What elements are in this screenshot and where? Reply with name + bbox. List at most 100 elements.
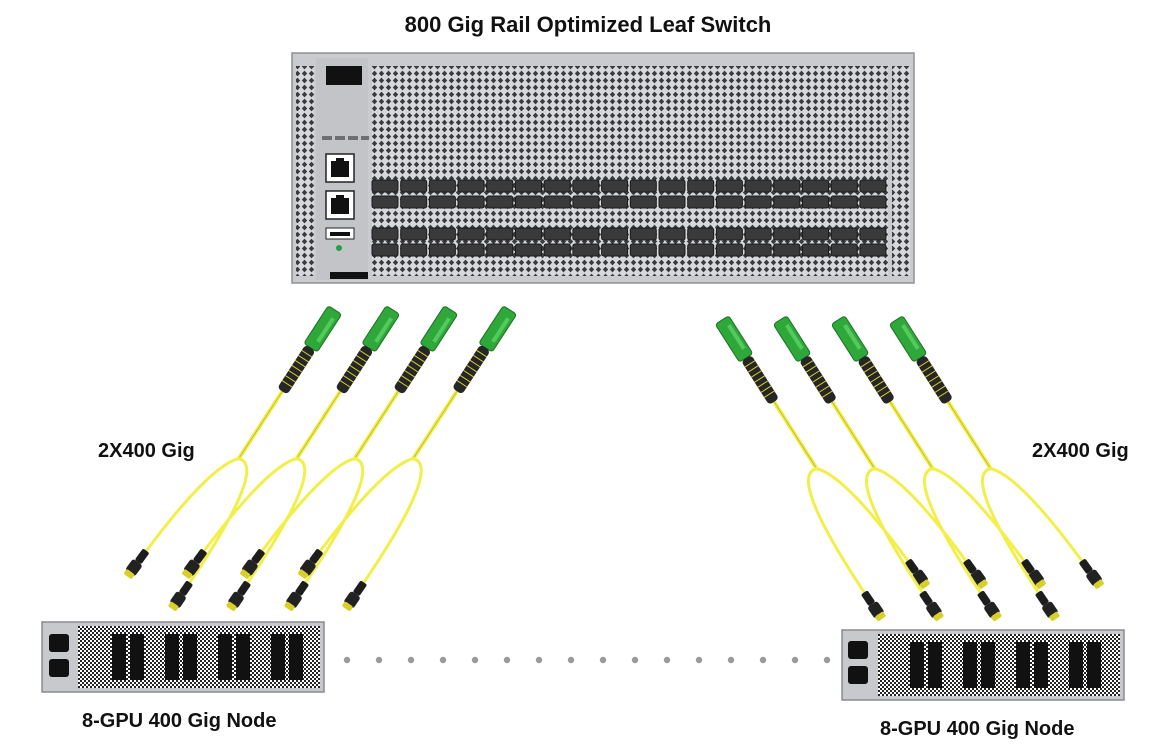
osfp-port[interactable] bbox=[687, 243, 715, 257]
node-left-drive-1[interactable] bbox=[49, 634, 69, 652]
osfp-connector[interactable] bbox=[773, 316, 839, 406]
mpo-connector[interactable] bbox=[225, 579, 253, 612]
mpo-connector[interactable] bbox=[296, 547, 325, 580]
osfp-port[interactable] bbox=[572, 227, 600, 241]
osfp-port[interactable] bbox=[715, 179, 743, 193]
switch-console-port[interactable] bbox=[326, 66, 362, 85]
osfp-port[interactable] bbox=[830, 179, 858, 193]
osfp-port[interactable] bbox=[658, 243, 686, 257]
mpo-connector[interactable] bbox=[917, 589, 945, 622]
switch-pull-handle[interactable] bbox=[330, 272, 368, 279]
osfp-port[interactable] bbox=[629, 227, 657, 241]
osfp-port[interactable] bbox=[859, 243, 887, 257]
osfp-connector[interactable] bbox=[450, 306, 517, 396]
osfp-port[interactable] bbox=[457, 227, 485, 241]
osfp-port[interactable] bbox=[687, 179, 715, 193]
osfp-port[interactable] bbox=[715, 195, 743, 209]
mpo-connector[interactable] bbox=[975, 589, 1003, 622]
mpo-connector[interactable] bbox=[341, 579, 369, 612]
osfp-port[interactable] bbox=[744, 243, 772, 257]
osfp-port[interactable] bbox=[371, 195, 399, 209]
osfp-port[interactable] bbox=[629, 243, 657, 257]
osfp-port[interactable] bbox=[457, 243, 485, 257]
osfp-port[interactable] bbox=[515, 195, 542, 209]
osfp-port[interactable] bbox=[859, 227, 887, 241]
osfp-port[interactable] bbox=[859, 179, 887, 193]
mpo-connector[interactable] bbox=[123, 547, 152, 580]
osfp-port[interactable] bbox=[629, 195, 657, 209]
mpo-connector[interactable] bbox=[859, 589, 887, 622]
osfp-port[interactable] bbox=[486, 227, 514, 241]
osfp-port[interactable] bbox=[802, 179, 829, 193]
mpo-connector[interactable] bbox=[167, 579, 195, 612]
osfp-port[interactable] bbox=[773, 227, 801, 241]
node-right-drive-2[interactable] bbox=[848, 666, 868, 684]
osfp-port[interactable] bbox=[486, 195, 514, 209]
node-right-drive-1[interactable] bbox=[848, 641, 868, 659]
osfp-port[interactable] bbox=[371, 179, 399, 193]
osfp-port[interactable] bbox=[572, 195, 600, 209]
osfp-port[interactable] bbox=[802, 195, 829, 209]
osfp-port[interactable] bbox=[371, 243, 399, 257]
osfp-port[interactable] bbox=[715, 227, 743, 241]
mpo-connector[interactable] bbox=[181, 547, 210, 580]
osfp-port[interactable] bbox=[400, 227, 428, 241]
osfp-port[interactable] bbox=[802, 243, 829, 257]
osfp-connector[interactable] bbox=[392, 306, 458, 396]
osfp-connector[interactable] bbox=[276, 306, 342, 396]
mpo-connector[interactable] bbox=[283, 579, 311, 612]
mpo-connector[interactable] bbox=[1019, 557, 1047, 590]
mpo-connector[interactable] bbox=[1077, 557, 1105, 590]
osfp-port[interactable] bbox=[687, 227, 715, 241]
osfp-port[interactable] bbox=[773, 179, 801, 193]
osfp-port[interactable] bbox=[658, 227, 686, 241]
osfp-port[interactable] bbox=[515, 179, 542, 193]
osfp-connector[interactable] bbox=[334, 306, 400, 396]
osfp-port[interactable] bbox=[486, 243, 514, 257]
osfp-port[interactable] bbox=[802, 227, 829, 241]
osfp-port[interactable] bbox=[543, 179, 571, 193]
osfp-port[interactable] bbox=[773, 195, 801, 209]
osfp-port[interactable] bbox=[428, 227, 456, 241]
osfp-port[interactable] bbox=[400, 195, 428, 209]
osfp-port[interactable] bbox=[744, 227, 772, 241]
osfp-port[interactable] bbox=[371, 227, 399, 241]
osfp-port[interactable] bbox=[629, 179, 657, 193]
osfp-port[interactable] bbox=[744, 195, 772, 209]
osfp-port[interactable] bbox=[543, 227, 571, 241]
osfp-port[interactable] bbox=[601, 179, 629, 193]
osfp-port[interactable] bbox=[601, 227, 629, 241]
osfp-port[interactable] bbox=[572, 243, 600, 257]
osfp-port[interactable] bbox=[400, 243, 428, 257]
node-left-drive-2[interactable] bbox=[49, 659, 69, 677]
mpo-connector[interactable] bbox=[239, 547, 268, 580]
osfp-connector[interactable] bbox=[715, 316, 781, 406]
osfp-port[interactable] bbox=[830, 195, 858, 209]
osfp-port[interactable] bbox=[715, 243, 743, 257]
osfp-port[interactable] bbox=[543, 195, 571, 209]
osfp-port[interactable] bbox=[744, 179, 772, 193]
osfp-port[interactable] bbox=[515, 243, 542, 257]
osfp-port[interactable] bbox=[658, 195, 686, 209]
osfp-port[interactable] bbox=[428, 195, 456, 209]
mgmt-port-1[interactable] bbox=[325, 153, 355, 183]
osfp-connector[interactable] bbox=[831, 316, 897, 406]
osfp-port[interactable] bbox=[486, 179, 514, 193]
osfp-port[interactable] bbox=[457, 179, 485, 193]
osfp-connector[interactable] bbox=[889, 316, 955, 406]
usb-port[interactable] bbox=[325, 227, 355, 240]
osfp-port[interactable] bbox=[543, 243, 571, 257]
osfp-port[interactable] bbox=[830, 243, 858, 257]
osfp-port[interactable] bbox=[687, 195, 715, 209]
osfp-port[interactable] bbox=[773, 243, 801, 257]
osfp-port[interactable] bbox=[457, 195, 485, 209]
osfp-port[interactable] bbox=[601, 195, 629, 209]
osfp-port[interactable] bbox=[572, 179, 600, 193]
osfp-port[interactable] bbox=[859, 195, 887, 209]
mgmt-port-2[interactable] bbox=[325, 190, 355, 220]
osfp-port[interactable] bbox=[428, 179, 456, 193]
mpo-connector[interactable] bbox=[1033, 589, 1061, 622]
osfp-port[interactable] bbox=[601, 243, 629, 257]
osfp-port[interactable] bbox=[830, 227, 858, 241]
osfp-port[interactable] bbox=[400, 179, 428, 193]
